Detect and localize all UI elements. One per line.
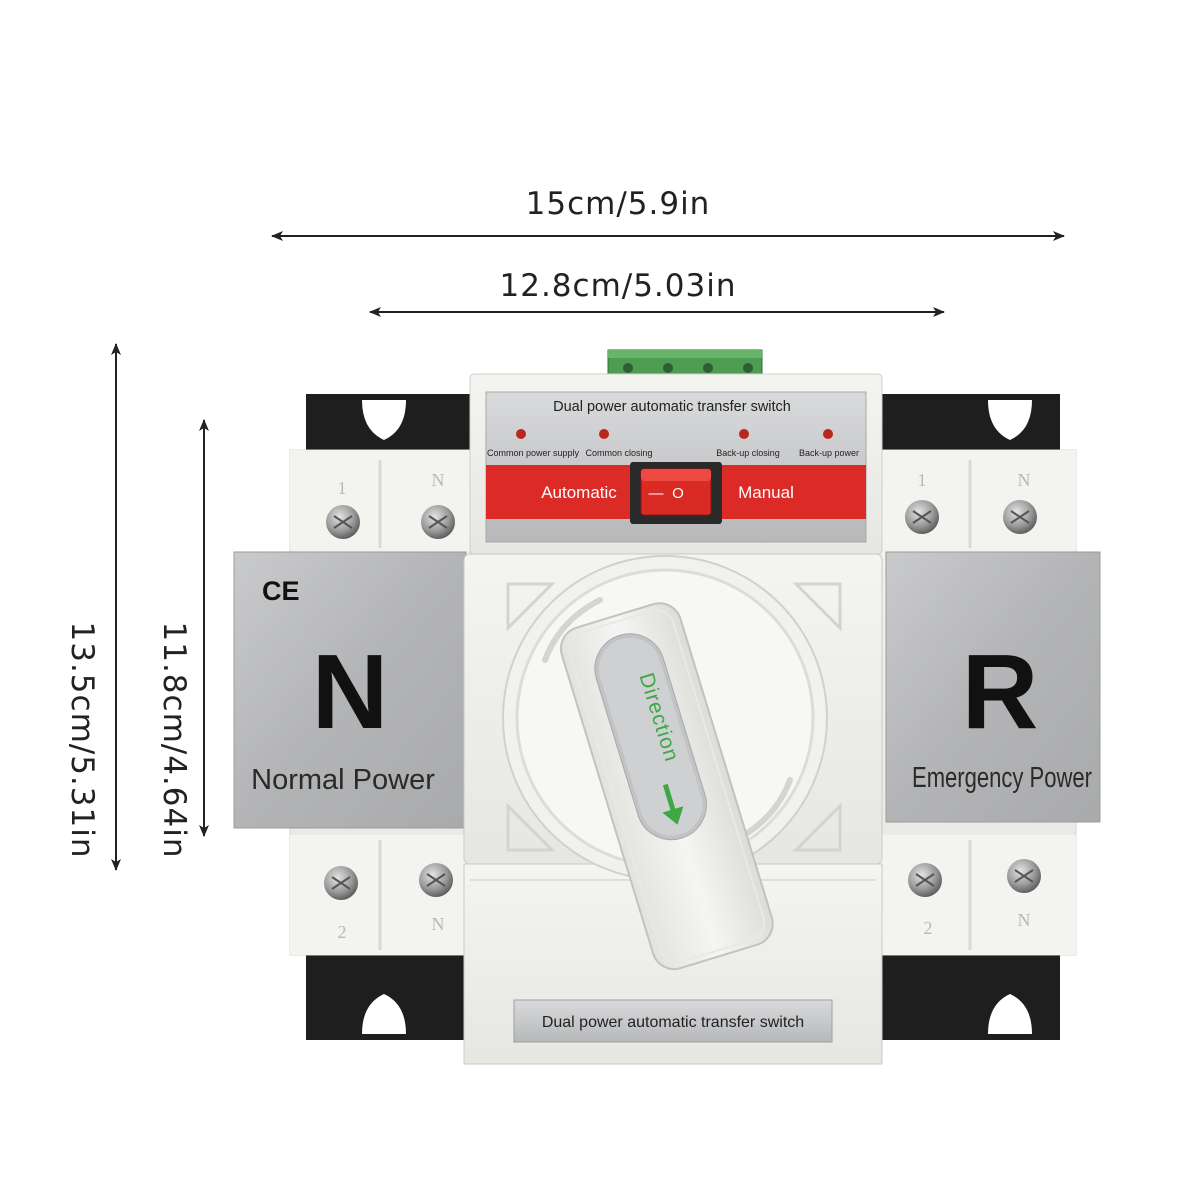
dimension-overall-width: 15cm/5.9in: [271, 186, 1065, 241]
led-backup-closing: [739, 429, 749, 439]
normal-power-label: Normal Power: [251, 764, 435, 796]
terminal-mark-left-bottom-n: N: [432, 914, 445, 934]
bracket-slot-bottom-right: [988, 994, 1032, 1034]
terminal-mark-right-top-1: 1: [918, 470, 927, 490]
terminal-screw-icon: [908, 863, 942, 897]
body-height-label: 11.8cm/4.64in: [156, 622, 192, 859]
terminal-mark-right-bottom-n: N: [1018, 910, 1031, 930]
mode-manual-label: Manual: [738, 483, 794, 502]
direction-arrow-icon: [662, 783, 684, 825]
terminal-mark-right-bottom-2: 2: [924, 918, 933, 938]
bracket-slot-top-left: [362, 400, 406, 440]
emergency-power-label: Emergency Power: [912, 762, 1092, 794]
terminal-mark-left-top-n: N: [432, 470, 445, 490]
led-label-common-closing: Common closing: [585, 448, 652, 458]
terminal-screw-icon: [1003, 500, 1037, 534]
mode-automatic-label: Automatic: [541, 483, 617, 502]
bottom-nameplate: Dual power automatic transfer switch: [513, 999, 833, 1043]
bracket-slot-top-right: [988, 400, 1032, 440]
dimension-body-height: 11.8cm/4.64in: [156, 419, 209, 859]
rocker-on-symbol: O: [672, 485, 684, 502]
dimension-body-width: 12.8cm/5.03in: [369, 268, 945, 317]
panel-title: Dual power automatic transfer switch: [553, 399, 791, 415]
terminal-screw-icon: [421, 505, 455, 539]
emergency-power-letter: R: [962, 633, 1039, 751]
led-backup-power: [823, 429, 833, 439]
ce-mark: CE: [262, 576, 300, 606]
rotary-handle[interactable]: Direction: [555, 598, 778, 975]
terminal-screw-icon: [419, 863, 453, 897]
terminal-mark-right-top-n: N: [1018, 470, 1031, 490]
body-width-label: 12.8cm/5.03in: [500, 268, 737, 304]
led-label-backup-closing: Back-up closing: [716, 448, 780, 458]
dimension-overall-height: 13.5cm/5.31in: [64, 343, 121, 871]
terminal-screw-icon: [905, 500, 939, 534]
terminal-mark-left-bottom-2: 2: [338, 922, 347, 942]
mode-rocker-switch[interactable]: — O: [630, 462, 722, 524]
led-common-closing: [599, 429, 609, 439]
rocker-off-symbol: —: [649, 485, 664, 502]
overall-height-label: 13.5cm/5.31in: [64, 622, 100, 859]
terminal-mark-left-top-1: 1: [338, 478, 347, 498]
terminal-screw-icon: [324, 866, 358, 900]
normal-power-letter: N: [312, 633, 389, 751]
terminal-screw-icon: [326, 505, 360, 539]
bracket-slot-bottom-left: [362, 994, 406, 1034]
overall-width-label: 15cm/5.9in: [526, 186, 711, 222]
led-label-common-power-supply: Common power supply: [487, 448, 580, 458]
bottom-nameplate-text: Dual power automatic transfer switch: [542, 1014, 804, 1031]
top-control-module: Dual power automatic transfer switch Com…: [469, 373, 883, 555]
green-terminal-block: [607, 349, 763, 377]
led-common-power-supply: [516, 429, 526, 439]
terminal-screw-icon: [1007, 859, 1041, 893]
normal-power-plate: CE N Normal Power: [233, 551, 467, 829]
led-label-backup-power: Back-up power: [799, 448, 859, 458]
emergency-power-plate: R Emergency Power: [885, 551, 1101, 823]
